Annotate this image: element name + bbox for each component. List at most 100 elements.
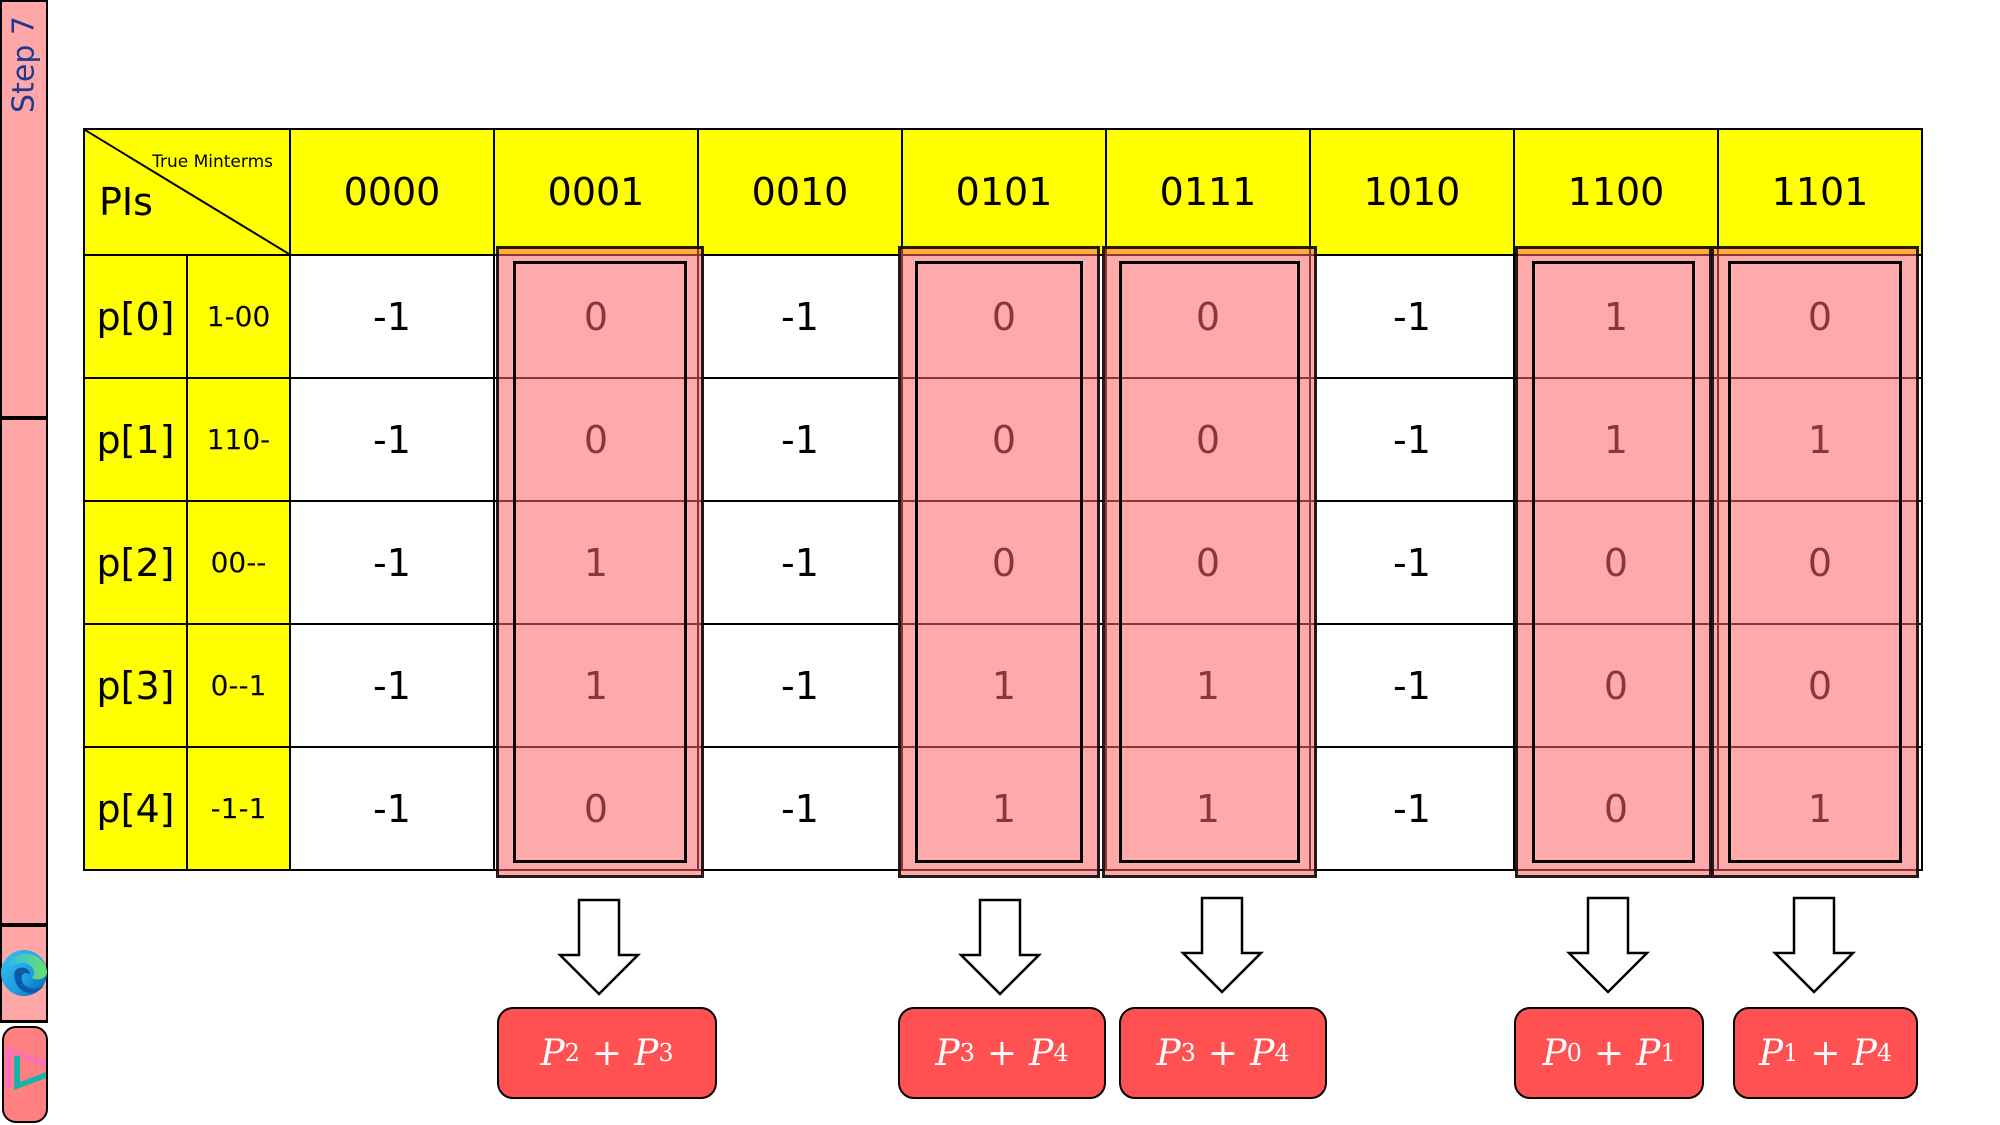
table-row: p[0] 1-00 -1 0 -1 0 0 -1 1 0 (83, 254, 1923, 379)
column-header: 0111 (1105, 128, 1311, 256)
table-cell: -1 (697, 623, 903, 748)
term-a: P (1758, 1032, 1784, 1074)
table-cell: -1 (1309, 746, 1515, 871)
header-row: True Minterms PIs 0000 0001 0010 0101 01… (83, 128, 1923, 256)
table-cell: 1 (493, 500, 699, 625)
sidebar-blank-section (0, 418, 48, 925)
column-header: 1100 (1513, 128, 1719, 256)
term-a-subscript: 3 (959, 1039, 975, 1067)
table-cell: 1 (493, 623, 699, 748)
table-cell: 1 (1717, 746, 1923, 871)
true-minterms-label: True Minterms (152, 152, 273, 172)
column-header: 0101 (901, 128, 1107, 256)
table-row: p[3] 0--1 -1 1 -1 1 1 -1 0 0 (83, 623, 1923, 748)
sidebar: Step 7 (0, 0, 52, 1125)
term-b-subscript: 4 (1274, 1039, 1290, 1067)
table-cell: -1 (1309, 377, 1515, 502)
down-arrow-icon (557, 898, 641, 996)
term-b-subscript: 1 (1660, 1039, 1676, 1067)
table-cell: -1 (697, 377, 903, 502)
table-cell: 0 (901, 500, 1107, 625)
plus-operator: + (1207, 1032, 1239, 1074)
term-a: P (935, 1032, 960, 1074)
table-cell: -1 (697, 500, 903, 625)
table-cell: -1 (289, 377, 495, 502)
pi-label: p[4] (83, 746, 188, 871)
table-cell: 0 (1513, 623, 1719, 748)
plus-operator: + (591, 1032, 623, 1074)
table-cell: 1 (1105, 623, 1311, 748)
plus-operator: + (1810, 1032, 1841, 1074)
down-arrow-icon (958, 898, 1042, 996)
table-cell: 0 (1105, 254, 1311, 379)
table-cell: 0 (1105, 377, 1311, 502)
pis-label: PIs (99, 180, 153, 224)
pi-label: p[0] (83, 254, 188, 379)
edge-browser-button[interactable] (0, 925, 48, 1023)
pi-label: p[3] (83, 623, 188, 748)
table-cell: -1 (289, 254, 495, 379)
term-b-subscript: 3 (658, 1039, 674, 1067)
pi-pattern: 110- (186, 377, 291, 502)
table-cell: 1 (1105, 746, 1311, 871)
term-a: P (1542, 1032, 1567, 1074)
table-cell: 0 (1513, 746, 1719, 871)
table-cell: -1 (289, 500, 495, 625)
pi-pattern: 00-- (186, 500, 291, 625)
term-b-subscript: 4 (1053, 1039, 1069, 1067)
term-a: P (540, 1032, 565, 1074)
table-cell: 1 (1513, 254, 1719, 379)
diagonal-divider (85, 130, 289, 254)
term-a-subscript: 3 (1180, 1039, 1196, 1067)
pi-pattern: 1-00 (186, 254, 291, 379)
term-b: P (1029, 1032, 1054, 1074)
column-header: 1010 (1309, 128, 1515, 256)
step-label: Step 7 (6, 16, 42, 113)
table-cell: -1 (697, 254, 903, 379)
table-cell: 0 (1717, 623, 1923, 748)
pi-pattern: -1-1 (186, 746, 291, 871)
table-cell: 1 (1513, 377, 1719, 502)
table-cell: 1 (901, 623, 1107, 748)
term-a-subscript: 2 (564, 1039, 580, 1067)
table-cell: 0 (901, 377, 1107, 502)
table-cell: 0 (493, 377, 699, 502)
table-cell: -1 (1309, 254, 1515, 379)
term-a-subscript: 0 (1566, 1039, 1582, 1067)
table-row: p[4] -1-1 -1 0 -1 1 1 -1 0 1 (83, 746, 1923, 871)
term-b: P (1852, 1032, 1877, 1074)
term-b: P (1636, 1032, 1661, 1074)
column-header: 0001 (493, 128, 699, 256)
table-cell: 1 (1717, 377, 1923, 502)
edge-browser-icon (1, 950, 47, 996)
prime-implicant-table: True Minterms PIs 0000 0001 0010 0101 01… (83, 128, 1923, 871)
table-cell: 0 (1717, 500, 1923, 625)
table-cell: 1 (901, 746, 1107, 871)
plus-operator: + (986, 1032, 1018, 1074)
step-tab[interactable]: Step 7 (0, 0, 48, 418)
table-cell: 0 (1717, 254, 1923, 379)
corner-header: True Minterms PIs (83, 128, 291, 256)
column-header: 1101 (1717, 128, 1923, 256)
term-a: P (1156, 1032, 1181, 1074)
table-cell: -1 (289, 623, 495, 748)
term-b: P (634, 1032, 659, 1074)
column-header: 0010 (697, 128, 903, 256)
plus-operator: + (1593, 1032, 1625, 1074)
table-cell: 0 (493, 254, 699, 379)
table-cell: 0 (1105, 500, 1311, 625)
app-launcher-button[interactable] (2, 1026, 48, 1123)
table-cell: -1 (1309, 623, 1515, 748)
down-arrow-icon (1180, 896, 1264, 994)
table-cell: -1 (697, 746, 903, 871)
pi-pattern: 0--1 (186, 623, 291, 748)
table-cell: 0 (901, 254, 1107, 379)
table-cell: -1 (1309, 500, 1515, 625)
term-b-subscript: 4 (1876, 1039, 1893, 1067)
pi-label: p[1] (83, 377, 188, 502)
